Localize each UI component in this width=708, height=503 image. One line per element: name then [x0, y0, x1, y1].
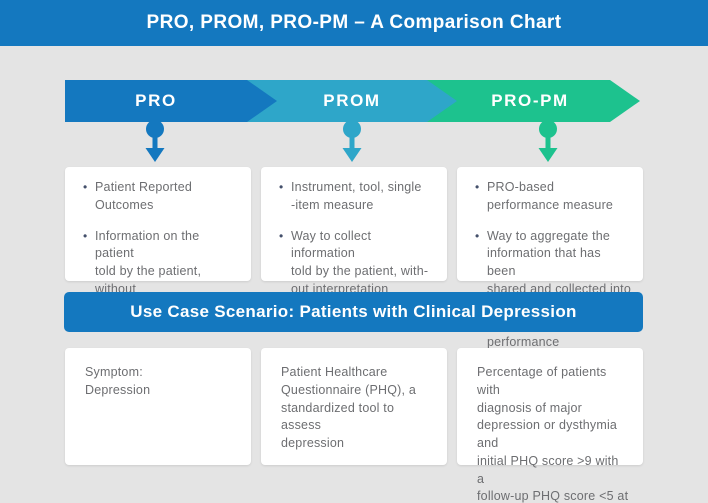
- arrow-segment-pro-pm: [427, 80, 640, 122]
- bullet-text: PRO-based performance measure: [487, 180, 614, 212]
- use-case-text: Percentage of patients with diagnosis of…: [477, 365, 629, 503]
- definition-card-pro-pm: PRO-based performance measure Way to agg…: [457, 167, 643, 349]
- use-case-text: Patient Healthcare Questionnaire (PHQ), …: [281, 365, 417, 450]
- page-title: PRO, PROM, PRO-PM – A Comparison Chart: [146, 12, 562, 33]
- arrow-label-pro-pm: PRO-PM: [491, 91, 569, 110]
- down-arrow-icon-pro: [145, 122, 165, 162]
- bullet-item: Instrument, tool, single -item measure: [279, 179, 437, 215]
- definition-card-prom: Instrument, tool, single -item measure W…: [261, 167, 447, 296]
- definition-card-pro: Patient Reported Outcomes Information on…: [65, 167, 251, 314]
- arrow-label-prom: PROM: [323, 91, 381, 110]
- chevron-banner-graphic: [65, 80, 640, 122]
- use-case-card-prom: Patient Healthcare Questionnaire (PHQ), …: [261, 348, 447, 465]
- bullet-item: PRO-based performance measure: [475, 179, 633, 215]
- bullet-text: Way to collect information told by the p…: [291, 228, 429, 296]
- arrow-segment-pro: [65, 80, 277, 122]
- use-case-banner-title: Use Case Scenario: Patients with Clinica…: [130, 302, 577, 321]
- bullet-item: Patient Reported Outcomes: [83, 179, 241, 215]
- arrow-label-pro: PRO: [135, 91, 177, 110]
- use-case-banner: Use Case Scenario: Patients with Clinica…: [64, 292, 643, 332]
- use-case-card-pro-pm: Percentage of patients with diagnosis of…: [457, 348, 643, 503]
- use-case-text: Symptom: Depression: [85, 365, 151, 397]
- arrow-segment-prom: [247, 80, 457, 122]
- header-bar: PRO, PROM, PRO-PM – A Comparison Chart: [0, 0, 708, 46]
- bullet-text: Patient Reported Outcomes: [95, 180, 193, 212]
- use-case-card-pro: Symptom: Depression: [65, 348, 251, 465]
- bullet-item: Way to collect information told by the p…: [279, 228, 437, 299]
- bullet-text: Instrument, tool, single -item measure: [291, 180, 422, 212]
- bullet-item: Way to aggregate the information that ha…: [475, 228, 633, 352]
- down-arrow-icon-pro-pm: [538, 122, 558, 162]
- down-arrow-icon-prom: [342, 122, 362, 162]
- chevron-banner: PRO PROM PRO-PM: [65, 80, 643, 122]
